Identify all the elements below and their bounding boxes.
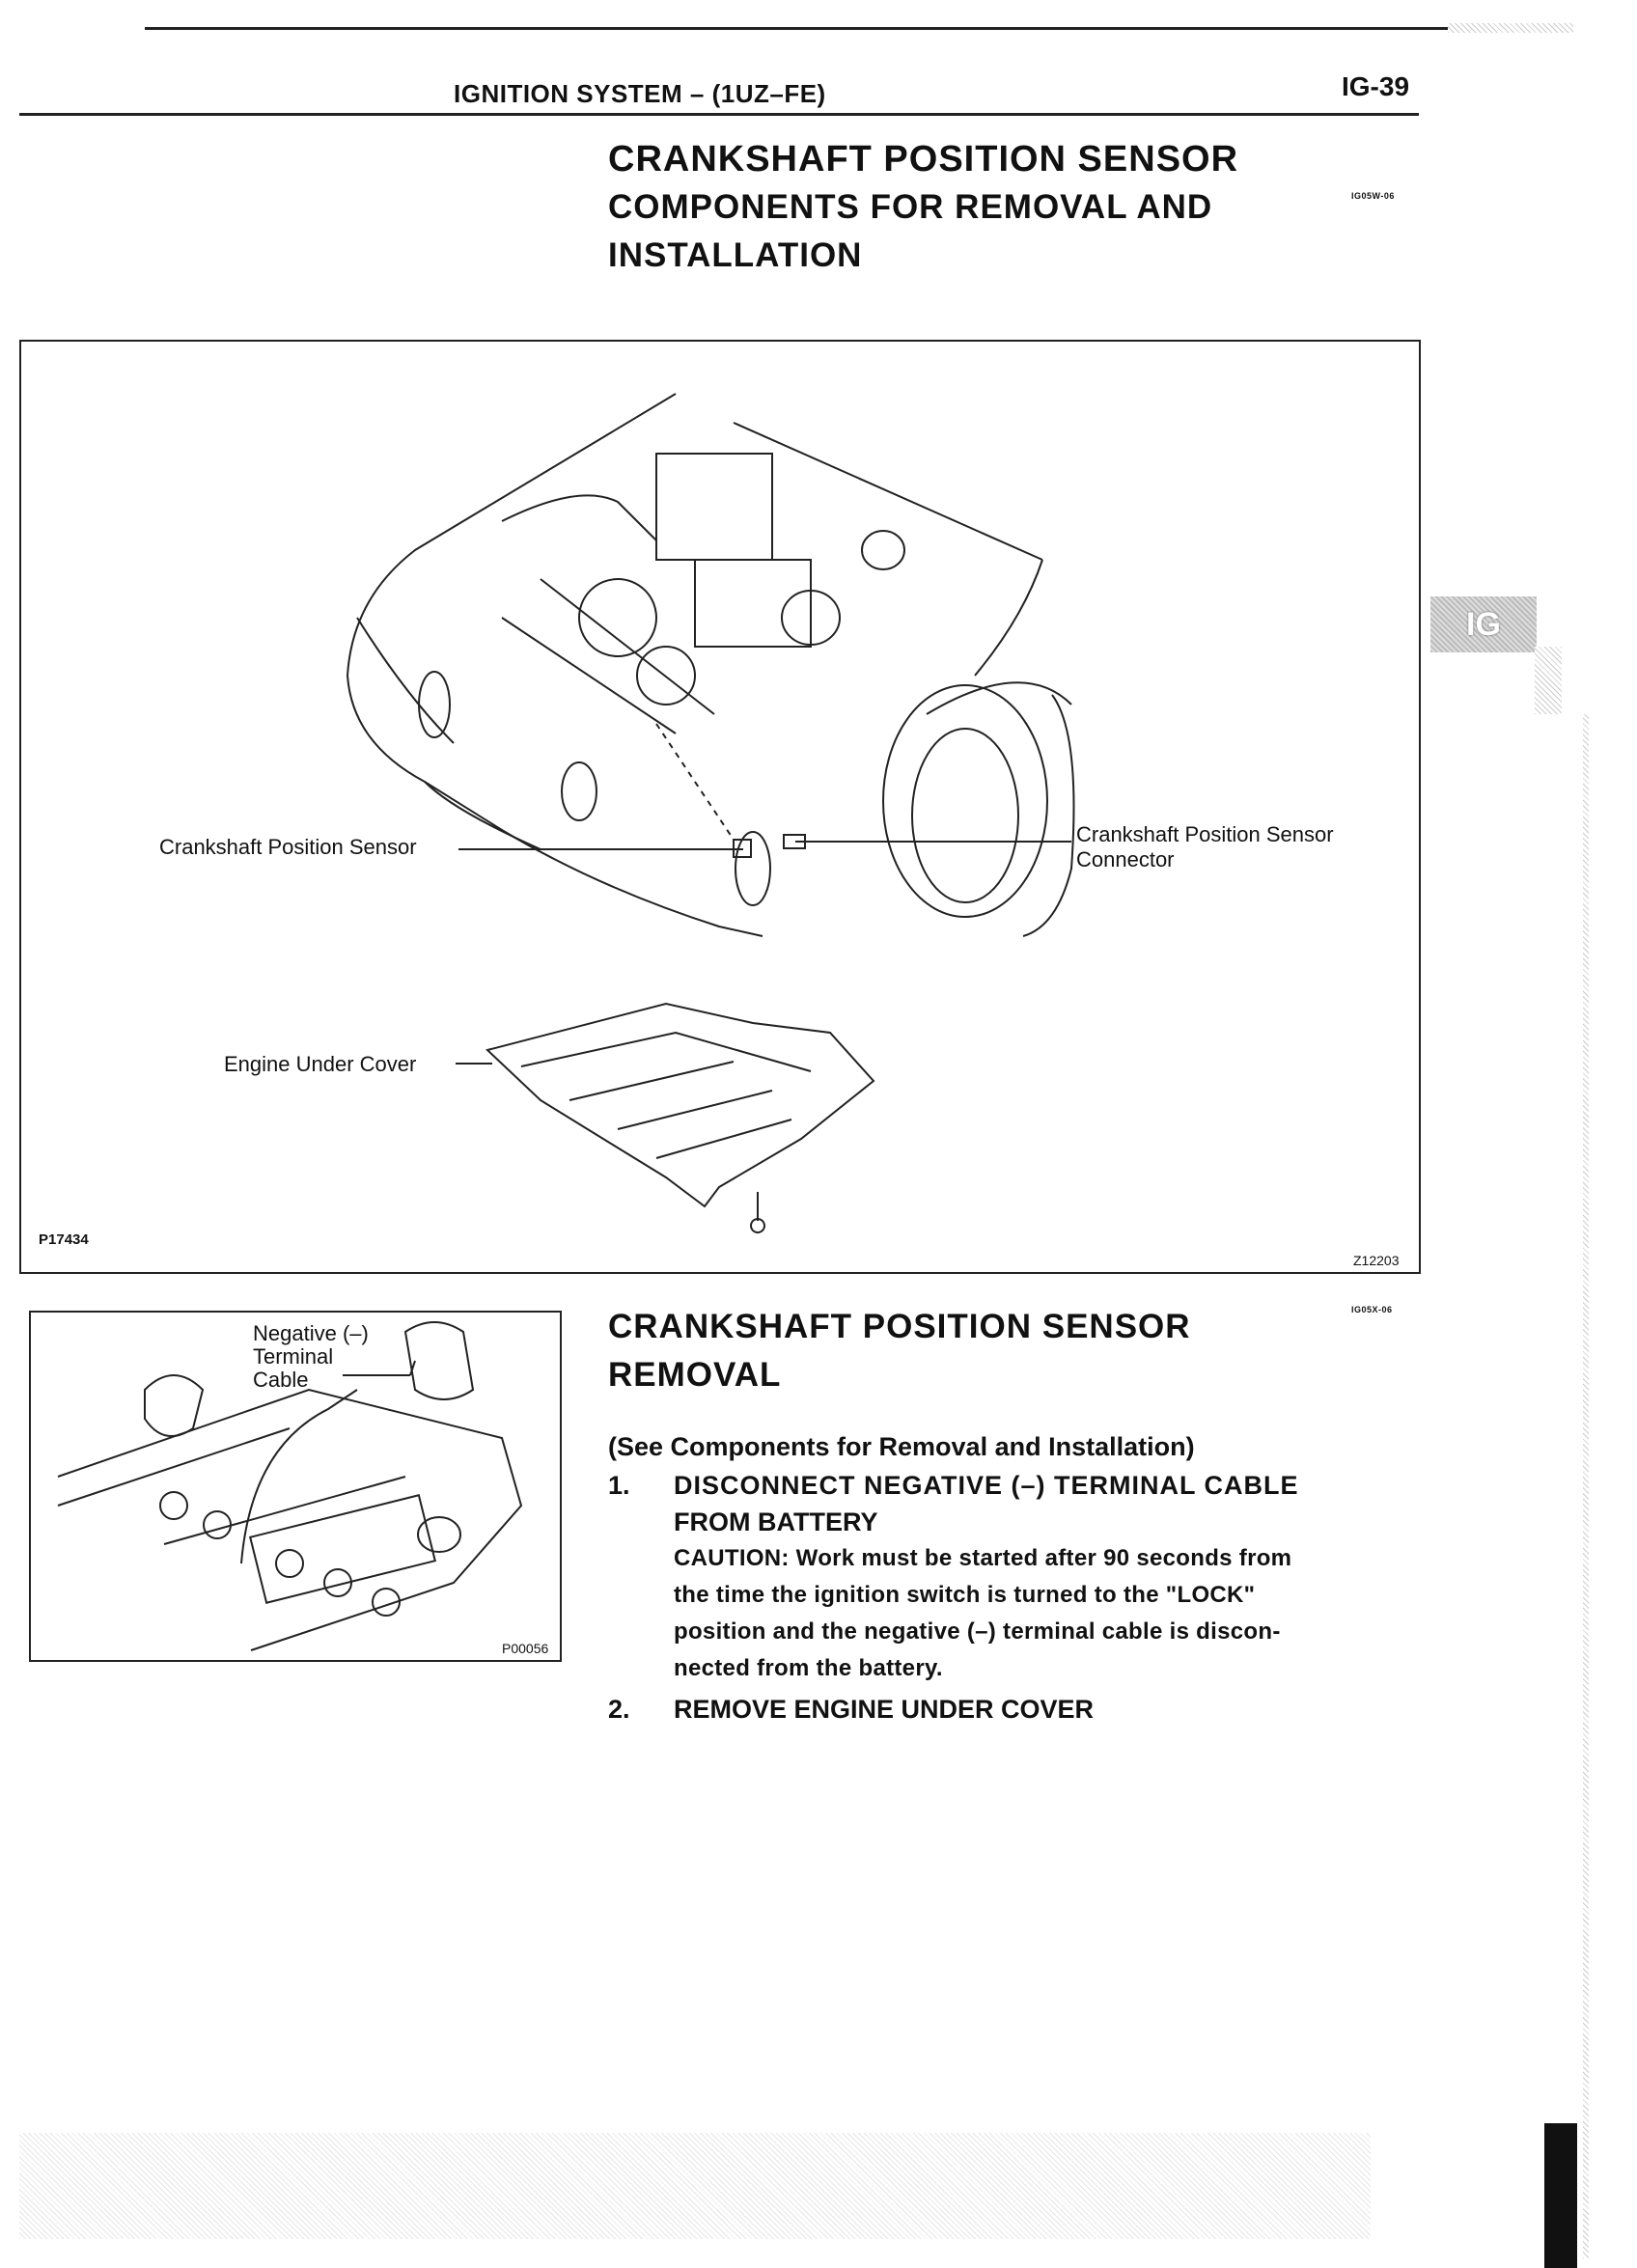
label-negative-line1: Negative (–) xyxy=(253,1321,369,1345)
label-sensor-connector-line1: Crankshaft Position Sensor xyxy=(1076,822,1334,846)
step2-text: REMOVE ENGINE UNDER COVER xyxy=(674,1695,1095,1724)
components-title-line1: CRANKSHAFT POSITION SENSOR xyxy=(608,139,1239,180)
figure2-image-code: P00056 xyxy=(502,1641,549,1656)
label-negative-terminal-cable: Negative (–) Terminal Cable xyxy=(253,1322,369,1392)
figure1-image-code: Z12203 xyxy=(1353,1253,1400,1268)
figure-battery-frame xyxy=(29,1311,562,1662)
components-title: CRANKSHAFT POSITION SENSOR COMPONENTS FO… xyxy=(608,135,1238,280)
removal-title-line1: CRANKSHAFT POSITION SENSOR xyxy=(608,1308,1191,1345)
label-crankshaft-position-sensor: Crankshaft Position Sensor xyxy=(159,835,417,859)
removal-title-line2: REMOVAL xyxy=(608,1356,782,1394)
caution-line4: nected from the battery. xyxy=(674,1655,943,1681)
label-negative-line3: Cable xyxy=(253,1368,309,1392)
components-doc-code: IG05W-06 xyxy=(1351,191,1395,201)
side-tab-ig: IG xyxy=(1430,596,1537,652)
step1-number: 1. xyxy=(608,1471,630,1500)
label-negative-line2: Terminal xyxy=(253,1344,334,1369)
removal-title: CRANKSHAFT POSITION SENSOR REMOVAL xyxy=(608,1303,1191,1399)
components-title-line2: COMPONENTS FOR REMOVAL AND xyxy=(608,188,1213,226)
right-edge-dots xyxy=(1583,714,1589,2258)
removal-reference: (See Components for Removal and Installa… xyxy=(608,1432,1195,1461)
figure-components-frame xyxy=(19,340,1421,1274)
header-rule xyxy=(19,113,1419,116)
right-edge-marker xyxy=(1544,2123,1577,2268)
step1-block: DISCONNECT NEGATIVE (–) TERMINAL CABLE F… xyxy=(674,1467,1417,1687)
components-title-line3: INSTALLATION xyxy=(608,236,863,274)
side-tab-shading xyxy=(1535,647,1562,714)
top-rule-shading xyxy=(1448,23,1573,33)
step1-line2: FROM BATTERY xyxy=(674,1507,878,1536)
step2-number: 2. xyxy=(608,1695,630,1724)
bottom-scan-shading xyxy=(19,2133,1371,2239)
label-engine-under-cover: Engine Under Cover xyxy=(224,1052,417,1076)
caution-line1: CAUTION: Work must be started after 90 s… xyxy=(674,1545,1292,1571)
removal-doc-code: IG05X-06 xyxy=(1351,1305,1393,1314)
caution-line2: the time the ignition switch is turned t… xyxy=(674,1582,1256,1608)
figure1-code: P17434 xyxy=(39,1231,89,1248)
page-number: IG-39 xyxy=(1342,71,1410,101)
step1-line1: DISCONNECT NEGATIVE (–) TERMINAL CABLE xyxy=(674,1471,1299,1500)
caution-line3: position and the negative (–) terminal c… xyxy=(674,1618,1281,1645)
header-section-title: IGNITION SYSTEM – (1UZ–FE) xyxy=(454,79,826,108)
top-rule xyxy=(145,27,1564,30)
label-sensor-connector-line2: Connector xyxy=(1076,847,1175,871)
label-sensor-connector: Crankshaft Position Sensor Connector xyxy=(1076,822,1334,872)
